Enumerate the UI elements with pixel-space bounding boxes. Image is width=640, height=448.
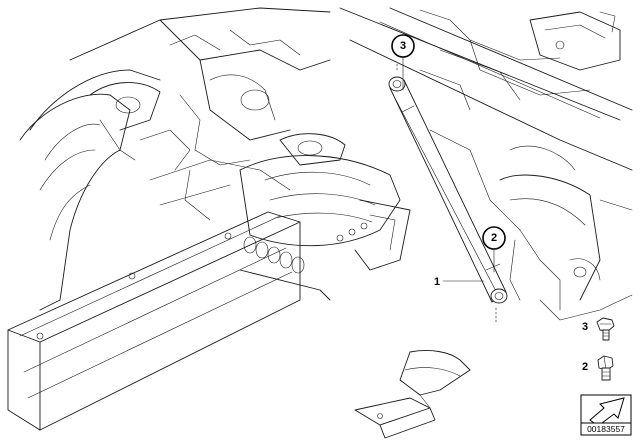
legend-item-3-label: 3 bbox=[582, 321, 588, 333]
lower-bracket bbox=[354, 349, 471, 439]
bolt-holes bbox=[243, 222, 368, 274]
callout-strut-label: 1 bbox=[434, 276, 440, 288]
document-number: 00183557 bbox=[587, 424, 625, 434]
callout-lower-mount: 2 bbox=[482, 226, 506, 273]
vehicle-body-left bbox=[7, 7, 411, 431]
document-number-box: 00183557 bbox=[580, 394, 632, 436]
legend-item-2-label: 2 bbox=[582, 361, 588, 373]
callout-upper-mount-label: 3 bbox=[400, 40, 406, 52]
strut-bar bbox=[388, 61, 508, 325]
screw-icon bbox=[596, 317, 615, 341]
bolt-icon bbox=[597, 355, 614, 381]
callout-lower-mount-label: 2 bbox=[491, 232, 497, 244]
callout-strut: 1 bbox=[434, 276, 485, 288]
fastener-legend: 3 2 bbox=[582, 317, 615, 381]
callout-upper-mount: 3 bbox=[391, 34, 415, 91]
vehicle-body-right bbox=[339, 7, 633, 321]
